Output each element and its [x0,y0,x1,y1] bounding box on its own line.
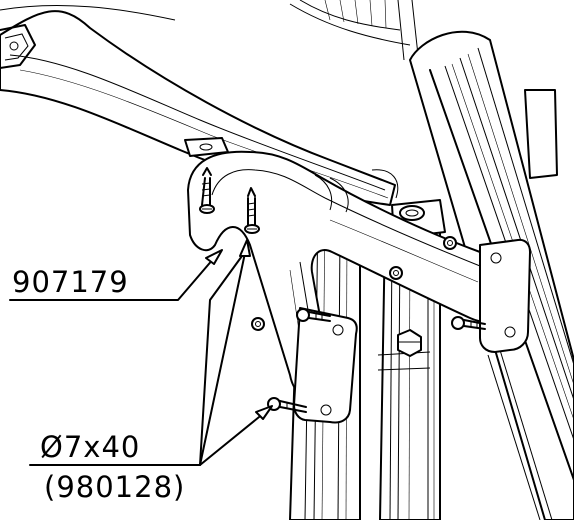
screw-vertical-1 [199,167,215,214]
screw-vertical-2 [244,187,260,234]
leader-lines [9,239,273,466]
screw-size-label: Ø7x40 [40,430,140,464]
callouts: 907179 Ø7x40 (980128) [12,265,185,504]
screw-horizontal-1 [296,308,331,322]
mounting-plates [293,238,531,424]
screws [199,167,486,413]
screw-part-number-label: (980128) [44,470,185,504]
u-tube-handle [187,150,516,403]
screw-horizontal-3 [451,316,486,330]
tube-part-number-label: 907179 [12,265,129,299]
background-frame [0,0,558,179]
nuts [251,236,457,331]
left-arm [0,10,396,206]
